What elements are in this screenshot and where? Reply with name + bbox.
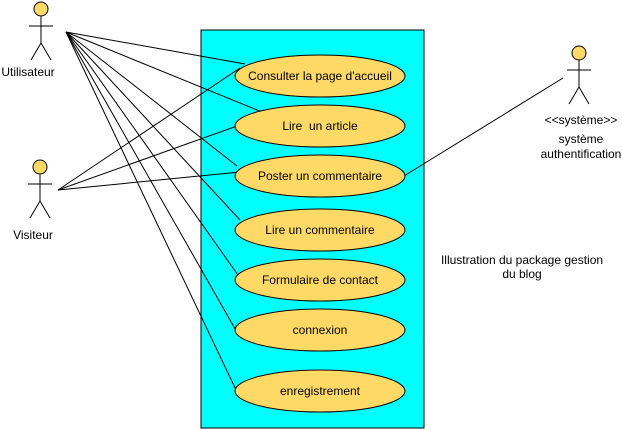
actor-systeme-leg-left [568,86,580,105]
use-case-formulaire-shape [234,258,406,302]
actor-utilisateur-leg-left [30,42,42,61]
use-case-lire-article-shape [234,104,406,148]
package-note-line2: du blog [502,267,542,281]
actor-utilisateur-leg-right [40,42,52,61]
use-case-poster-shape [234,154,406,198]
use-case-poster[interactable]: Poster un commentaire [234,154,406,198]
assoc-utilisateur-poster [65,31,238,167]
actor-systeme-authentification[interactable] [567,45,591,105]
actor-visiteur[interactable] [28,159,52,219]
assoc-visiteur-poster [57,171,241,191]
use-case-lire-commentaire-shape [234,208,406,252]
use-case-lire-article-label: Lire un article [282,119,358,133]
assoc-visiteur-lire-article [57,125,238,191]
use-case-poster-label: Poster un commentaire [258,169,382,183]
use-case-connexion-shape [234,308,406,352]
assoc-utilisateur-formulaire [65,31,239,276]
use-case-lire-article[interactable]: Lire un article [234,104,406,148]
actor-visiteur-head [32,159,48,175]
use-case-consulter-shape [234,54,406,98]
assoc-utilisateur-consulter [65,31,246,65]
actor-systeme-name-line2: authentification [541,147,622,161]
use-case-formulaire[interactable]: Formulaire de contact [234,258,406,302]
use-case-enregistrement-shape [234,369,406,413]
use-case-consulter-label: Consulter la page d'accueil [248,69,392,83]
assoc-visiteur-consulter [57,67,241,191]
use-case-consulter[interactable]: Consulter la page d'accueil [234,54,406,98]
use-case-formulaire-label: Formulaire de contact [262,273,379,287]
assoc-utilisateur-enregistrement [65,31,238,393]
use-case-lire-commentaire-label: Lire un commentaire [265,223,375,237]
actor-systeme-head [571,45,587,61]
actor-utilisateur-label: Utilisateur [1,65,54,79]
use-case-connexion[interactable]: connexion [234,308,406,352]
associations-visiteur [57,67,241,191]
assoc-systeme-poster [403,77,564,177]
actor-systeme-stereotype: <<système>> [545,113,618,127]
actor-utilisateur-head [33,1,49,17]
actor-visiteur-label: Visiteur [13,228,53,242]
associations-utilisateur [65,31,263,393]
assoc-utilisateur-connexion [65,31,239,335]
actor-visiteur-leg-right [39,200,51,219]
actor-visiteur-leg-left [29,200,41,219]
use-case-connexion-label: connexion [293,323,348,337]
use-case-enregistrement-label: enregistrement [280,384,361,398]
use-case-lire-commentaire[interactable]: Lire un commentaire [234,208,406,252]
package-note: Illustration du package gestion du blog [432,253,612,281]
use-case-enregistrement[interactable]: enregistrement [234,369,406,413]
actor-systeme-leg-right [578,86,590,105]
actor-utilisateur[interactable] [29,1,53,61]
actor-systeme-name-line1: système [559,132,604,146]
assoc-utilisateur-lire-article [65,31,263,113]
package-note-line1: Illustration du package gestion [440,253,604,267]
